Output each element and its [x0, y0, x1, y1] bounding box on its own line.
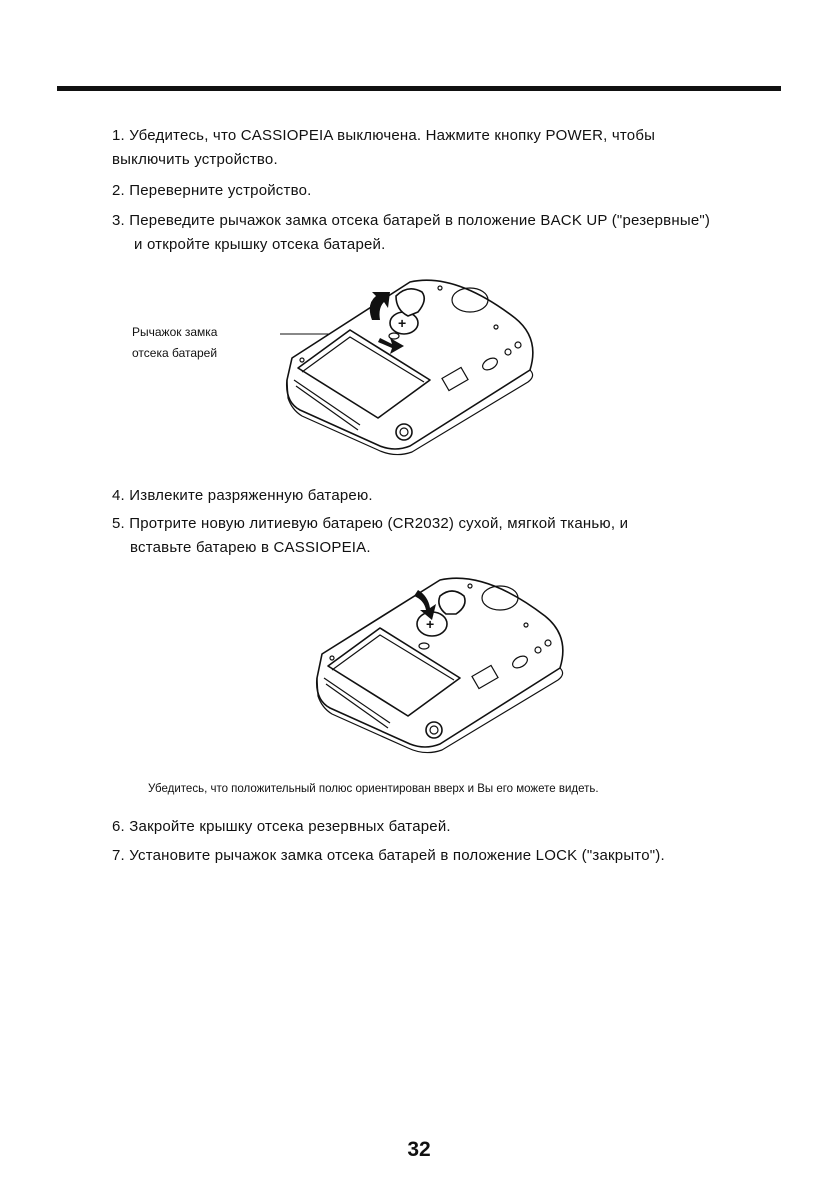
step-2: 2. Переверните устройство. [112, 182, 312, 199]
lever-label-line-2: отсека батарей [132, 346, 218, 360]
svg-text:+: + [426, 616, 434, 632]
step-7: 7. Установите рычажок замка отсека батар… [112, 847, 665, 864]
svg-text:+: + [398, 315, 406, 331]
step-3-line-2: и откройте крышку отсека батарей. [134, 236, 386, 253]
arrow-right-icon [378, 338, 404, 354]
device-body [285, 279, 534, 450]
arrow-down-icon [414, 590, 436, 620]
page-number: 32 [407, 1138, 431, 1161]
top-rule [57, 86, 781, 91]
open-lid [395, 288, 426, 317]
device-body-2 [315, 577, 564, 748]
step-1-line-1: 1. Убедитесь, что CASSIOPEIA выключена. … [112, 127, 656, 144]
step-3-line-1: 3. Переведите рычажок замка отсека батар… [112, 212, 711, 229]
lever-label-line-1: Рычажок замка [132, 325, 218, 339]
figure-2-caption: Убедитесь, что положительный полюс ориен… [148, 783, 599, 795]
step-6: 6. Закройте крышку отсека резервных бата… [112, 818, 451, 835]
arrow-up-icon [369, 292, 390, 320]
battery-cover [297, 329, 431, 419]
step-4: 4. Извлеките разряженную батарею. [112, 487, 373, 504]
battery-cover-2 [327, 627, 461, 717]
step-5-line-1: 5. Протрите новую литиевую батарею (CR20… [112, 515, 629, 532]
step-5-line-2: вставьте батарею в CASSIOPEIA. [130, 539, 371, 556]
step-1-line-2: выключить устройство. [112, 151, 278, 168]
